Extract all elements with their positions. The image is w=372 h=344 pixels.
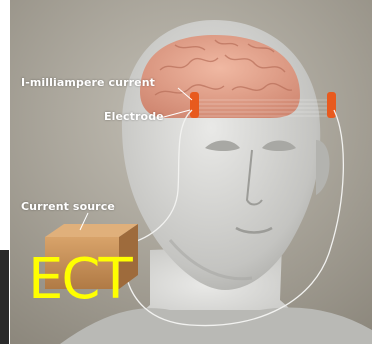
electrode-right	[327, 92, 336, 118]
current-label: I-milliampere current	[21, 76, 155, 89]
electrode-label: Electrode	[104, 110, 164, 123]
current-source-label: Current source	[21, 200, 115, 213]
electrode-left	[190, 92, 199, 118]
ect-overlay-title: ECT	[28, 250, 131, 310]
left-dark-strip	[0, 250, 9, 344]
